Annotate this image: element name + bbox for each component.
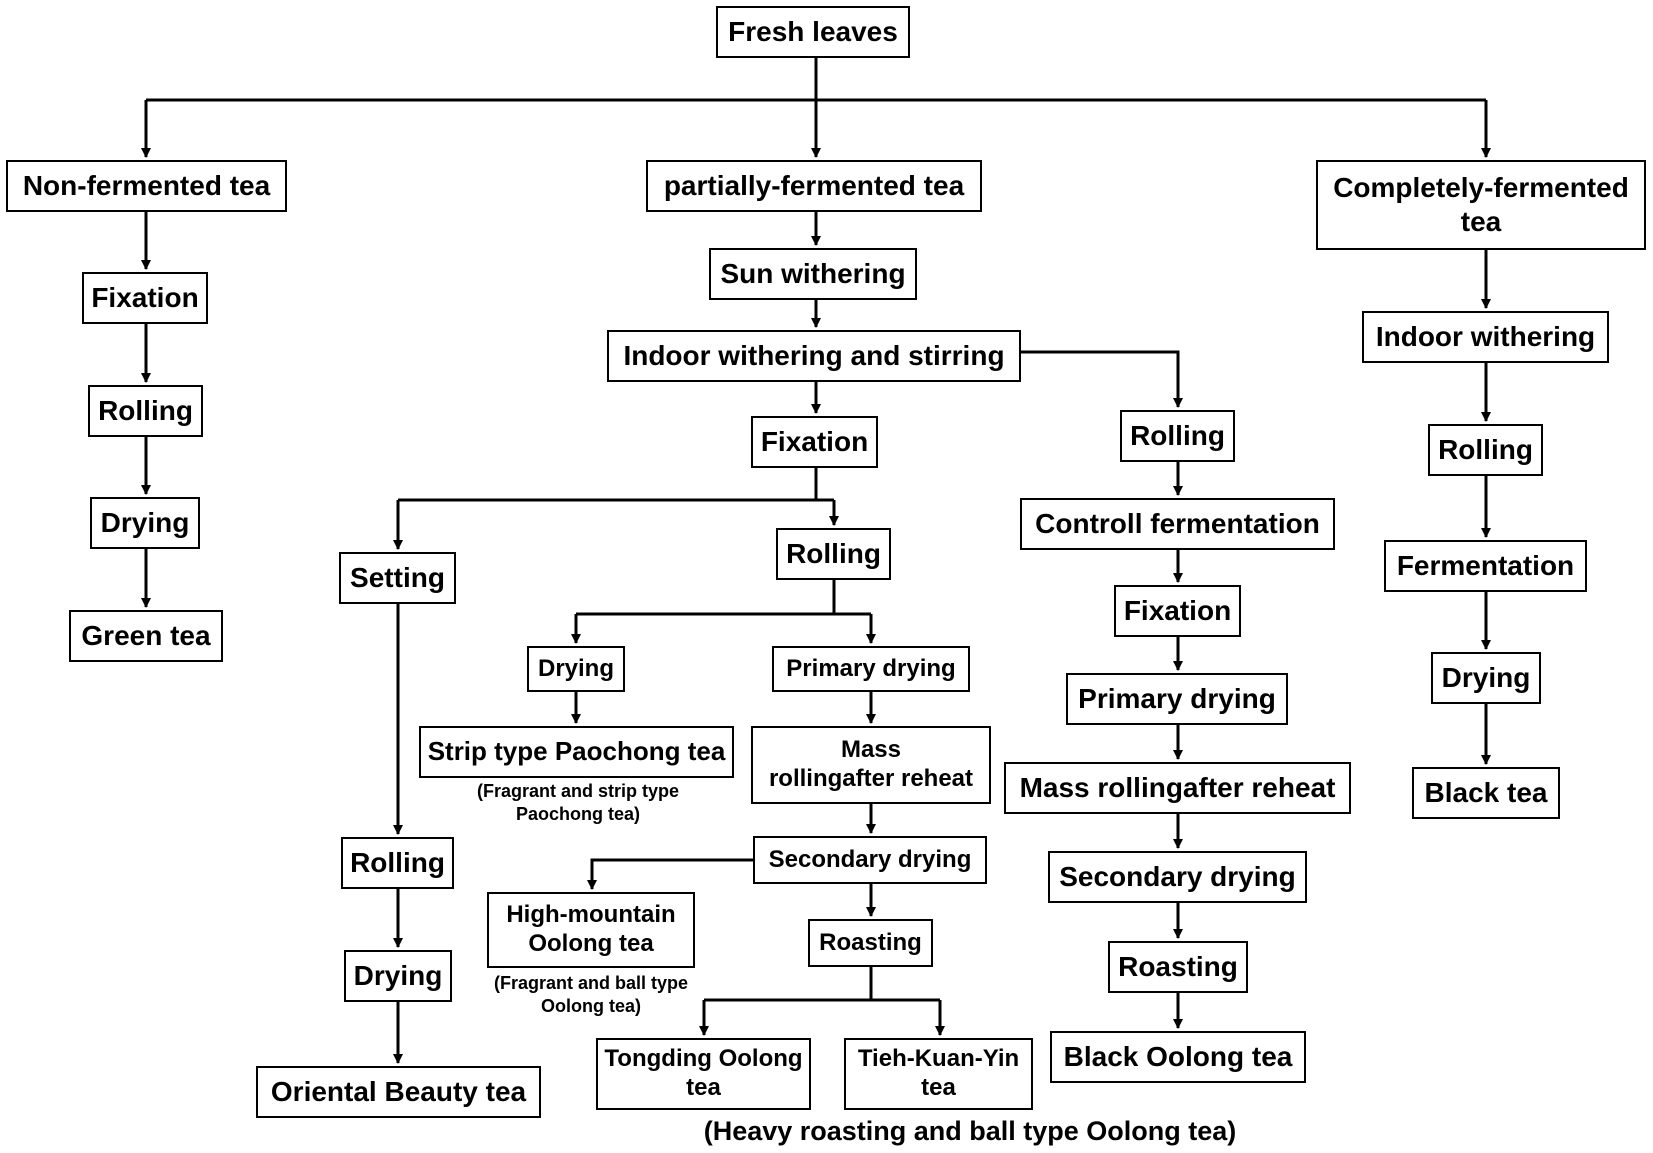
- arrow-indoor-to-bo-rolling: [1021, 350, 1183, 408]
- node-bo-primary-drying: Primary drying: [1066, 673, 1288, 725]
- node-green-drying: Drying: [90, 497, 200, 549]
- node-controll-fermentation: Controll fermentation: [1020, 498, 1335, 550]
- node-high-mountain-oolong: High-mountain Oolong tea: [487, 892, 695, 968]
- node-ob-drying: Drying: [344, 950, 452, 1002]
- node-sun-withering: Sun withering: [709, 248, 917, 300]
- node-bo-rolling: Rolling: [1120, 410, 1235, 462]
- node-fermentation: Fermentation: [1384, 540, 1587, 592]
- note-paochong: (Fragrant and strip type Paochong tea): [476, 781, 680, 825]
- arrow-secondary-to-high-mountain: [587, 858, 753, 890]
- node-cf-rolling: Rolling: [1428, 424, 1543, 476]
- node-bo-roasting: Roasting: [1108, 941, 1248, 993]
- node-bo-fixation: Fixation: [1114, 585, 1241, 637]
- node-bo-secondary-drying: Secondary drying: [1048, 851, 1307, 903]
- node-completely-fermented-tea: Completely-fermented tea: [1316, 160, 1646, 250]
- node-setting: Setting: [339, 552, 456, 604]
- node-indoor-withering: Indoor withering: [1362, 311, 1609, 363]
- node-green-fixation: Fixation: [82, 272, 208, 324]
- node-ob-rolling: Rolling: [341, 837, 454, 889]
- note-high-mountain: (Fragrant and ball type Oolong tea): [493, 973, 689, 1017]
- node-indoor-withering-stirring: Indoor withering and stirring: [607, 330, 1021, 382]
- node-tongding-oolong: Tongding Oolong tea: [596, 1038, 811, 1110]
- node-black-tea: Black tea: [1412, 767, 1560, 819]
- node-green-tea: Green tea: [69, 610, 223, 662]
- node-tieh-kuan-yin: Tieh-Kuan-Yin tea: [844, 1038, 1033, 1110]
- node-cf-drying: Drying: [1431, 652, 1541, 704]
- node-oriental-beauty-tea: Oriental Beauty tea: [256, 1066, 541, 1118]
- node-partially-fermented-tea: partially-fermented tea: [646, 160, 982, 212]
- node-mass-rolling: Mass rollingafter reheat: [751, 726, 991, 804]
- node-green-rolling: Rolling: [88, 385, 203, 437]
- node-pf-rolling: Rolling: [776, 528, 891, 580]
- node-strip-paochong-tea: Strip type Paochong tea: [419, 726, 734, 778]
- node-primary-drying: Primary drying: [772, 646, 970, 692]
- node-bo-mass-rolling: Mass rollingafter reheat: [1004, 762, 1351, 814]
- node-pf-fixation: Fixation: [751, 416, 878, 468]
- node-secondary-drying: Secondary drying: [753, 836, 987, 884]
- node-pf-drying: Drying: [527, 646, 625, 692]
- node-fresh-leaves: Fresh leaves: [716, 6, 910, 58]
- node-black-oolong-tea: Black Oolong tea: [1050, 1031, 1306, 1083]
- node-roasting: Roasting: [808, 919, 933, 967]
- note-heavy-roasting: (Heavy roasting and ball type Oolong tea…: [703, 1116, 1237, 1146]
- node-non-fermented-tea: Non-fermented tea: [6, 160, 287, 212]
